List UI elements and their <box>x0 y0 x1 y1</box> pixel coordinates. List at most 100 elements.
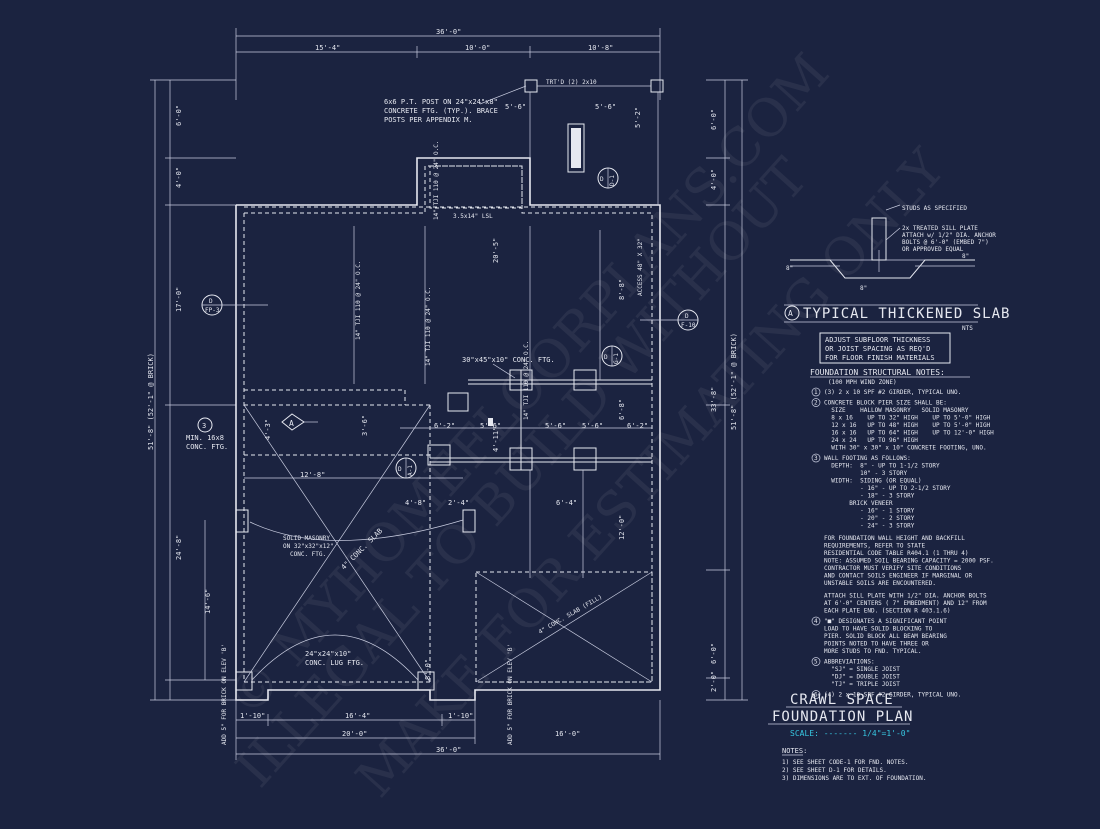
detail-studs-label: STUDS AS SPECIFIED <box>902 205 967 212</box>
dim-left-seg-1: 6'-0" <box>175 105 183 126</box>
note-line: PIER. SOLID BLOCK ALL BEAM BEARING <box>824 633 947 640</box>
note-number-circle <box>811 398 821 407</box>
note-number: 6 <box>814 692 818 699</box>
bottom-notes: NOTES: 1) SEE SHEET CODE-1 FOR FND. NOTE… <box>782 747 927 782</box>
bottom-note-2: 2) SEE SHEET D-1 FOR DETAILS. <box>782 767 887 774</box>
trtd-label: TRT'D (2) 2x10 <box>546 79 597 86</box>
note-number: 3 <box>814 455 818 462</box>
joist-arrows: 14" TJI 110 @ 24" O.C. 14" TJI 110 @ 24"… <box>353 141 601 578</box>
min-ftg-label-2: CONC. FTG. <box>186 443 228 451</box>
note-line: "TJ" = TRIPLE JOIST <box>824 681 900 688</box>
detail-title-number: A <box>788 309 793 318</box>
brick-note-right: ADD 5" FOR BRICK ON ELEV 'B' <box>507 644 514 745</box>
conc-ftg-label: 30"x45"x10" CONC. FTG. <box>462 356 555 364</box>
dim-right-total: 33'-8" <box>710 387 718 412</box>
dim-bottom-seg-5: 16'-0" <box>555 730 580 738</box>
tag-g1[interactable]: D G-1 <box>601 345 623 367</box>
dim-int-13: 3'-6" <box>361 415 369 436</box>
solid-masonry-label-2: ON 32"x32"x12" <box>283 543 334 550</box>
left-dimensions: 51'-8" (52'-1" @ BRICK) 6'-0" 4'-0" 17'-… <box>147 79 236 701</box>
detail-sill-3: BOLTS @ 6'-0" (EMBED 7") <box>902 239 989 246</box>
note-line: BRICK VENEER <box>824 500 893 507</box>
note-number: 2 <box>814 400 818 407</box>
solid-masonry-label-3: CONC. FTG. <box>290 551 326 558</box>
dim-top-overall: 36'-0" <box>436 28 461 36</box>
note-line: - 18" - 3 STORY <box>824 493 915 500</box>
note-line: RESIDENTIAL CODE TABLE R404.1 (1 THRU 4) <box>824 550 969 557</box>
note-number: 4 <box>814 618 818 625</box>
dim-right-seg-5: 12'-0" <box>618 515 626 540</box>
tag-3[interactable]: 3 <box>197 417 213 433</box>
interior-dimensions: 5'-6" 5'-6" 5'-2" 20'-5" 6'-2" 5'-6" 5'-… <box>244 103 652 680</box>
dim-int-4: 5'-6" <box>480 422 501 430</box>
dim-int-6: 5'-6" <box>582 422 603 430</box>
dim-right-overall: 51'-8" (52'-1" @ BRICK) <box>730 333 738 430</box>
dim-int-3: 6'-2" <box>434 422 455 430</box>
note-line: (3) 2 x 10 SPF #2 GIRDER, TYPICAL UNO. <box>824 389 961 396</box>
dim-bottom-overall: 36'-0" <box>436 746 461 754</box>
svg-text:D-1: D-1 <box>609 175 616 186</box>
bottom-note-1: 1) SEE SHEET CODE-1 FOR FND. NOTES. <box>782 759 908 766</box>
note-line: "■" DESIGNATES A SIGNIFICANT POINT <box>824 618 947 625</box>
note-line: CONTRACTOR MUST VERIFY SITE CONDITIONS <box>824 565 962 572</box>
access-label: ACCESS 48" X 32" <box>637 238 644 296</box>
dim-top-seg-3: 10'-8" <box>588 44 613 52</box>
note-number: 5 <box>814 659 818 666</box>
note-number-circle <box>811 657 821 666</box>
right-dimensions: 51'-8" (52'-1" @ BRICK) 6'-0" 4'-0" 33'-… <box>706 79 748 701</box>
brick-note-left: ADD 5" FOR BRICK ON ELEV 'B' <box>221 644 228 745</box>
tji-label-3: 14" TJI 110 @ 24" O.C. <box>523 341 530 420</box>
tji-label-2: 14" TJI 110 @ 24" O.C. <box>425 287 432 366</box>
dim-int-10: 4'-8" <box>405 499 426 507</box>
dim-int-12: 4'-3" <box>264 419 272 440</box>
tag-fp3[interactable]: D FP-3 <box>201 294 268 316</box>
dim-int-11: 2'-4" <box>448 499 469 507</box>
tji-label-4: 14" TJI 110 @ 24" O.C. <box>433 141 440 220</box>
note-line: - 24" - 3 STORY <box>824 523 915 530</box>
dim-porch-1: 5'-6" <box>505 103 526 111</box>
dim-right-seg-6: 6'-0" <box>710 643 718 664</box>
notes-sub: (100 MPH WIND ZONE) <box>828 379 897 386</box>
dim-right-seg-2: 4'-0" <box>710 169 718 190</box>
note-line: LOAD TO HAVE SOLID BLOCKING TO <box>824 626 933 633</box>
post-note-line-2: CONCRETE FTG. (TYP.). BRACE <box>384 107 498 115</box>
svg-text:A: A <box>289 419 294 428</box>
svg-text:3: 3 <box>202 422 206 430</box>
note-line: CONCRETE BLOCK PIER SIZE SHALL BE: <box>824 400 947 407</box>
lsl-label: 3.5x14" LSL <box>453 213 493 220</box>
min-ftg-label-1: MIN. 16x8 <box>186 434 224 442</box>
note-line: 8 x 16 UP TO 32" HIGH UP TO 5'-0" HIGH <box>824 415 991 422</box>
dim-right-seg-7: 2'-0" <box>710 671 718 692</box>
tag-f10[interactable]: D F-10 <box>640 309 699 331</box>
dim-int-15: 6'-4" <box>556 499 577 507</box>
note-line: SIZE HALLOW MASONRY SOLID MASONRY <box>824 407 969 414</box>
dim-porch-2: 5'-6" <box>595 103 616 111</box>
dim-left-seg-3: 17'-0" <box>175 287 183 312</box>
tag-a[interactable]: A <box>281 413 318 431</box>
plan-title-2: FOUNDATION PLAN <box>772 709 913 725</box>
dim-int-14: 8'-0" <box>424 659 432 680</box>
detail-dim-c: 8" <box>962 253 969 260</box>
scale-label: SCALE: ------- 1/4"=1'-0" <box>790 729 910 738</box>
note-line: AND CONTACT SOILS ENGINEER IF MARGINAL O… <box>824 573 972 580</box>
bottom-notes-title: NOTES: <box>782 747 807 755</box>
detail-sill-1: 2x TREATED SILL PLATE <box>902 225 978 232</box>
note-line: NOTE: ASSUMED SOIL BEARING CAPACITY = 20… <box>824 558 994 565</box>
dim-int-2: 8'-8" <box>618 279 626 300</box>
note-line: WITH 30" x 30" x 10" CONCRETE FOOTING, U… <box>824 445 987 452</box>
post-note-line-3: POSTS PER APPENDIX M. <box>384 116 473 124</box>
svg-text:D: D <box>604 354 608 361</box>
dim-int-7: 6'-2" <box>627 422 648 430</box>
dim-right-seg-1: 6'-0" <box>710 109 718 130</box>
note-line: ATTACH SILL PLATE WITH 1/2" DIA. ANCHOR … <box>824 593 987 600</box>
dim-right-seg-4: 6'-8" <box>618 399 626 420</box>
dim-bottom-seg-1: 1'-10" <box>240 712 265 720</box>
svg-text:D: D <box>209 298 213 305</box>
svg-text:D: D <box>398 466 402 473</box>
tag-d1[interactable]: D D-1 <box>597 167 619 189</box>
svg-text:D: D <box>600 176 604 183</box>
note-line: 16 x 16 UP TO 64" HIGH UP TO 12'-0" HIGH <box>824 430 994 437</box>
tag-a1[interactable]: D A-1 <box>395 457 417 479</box>
plan-title-block: CRAWL SPACE FOUNDATION PLAN SCALE: -----… <box>768 692 913 738</box>
